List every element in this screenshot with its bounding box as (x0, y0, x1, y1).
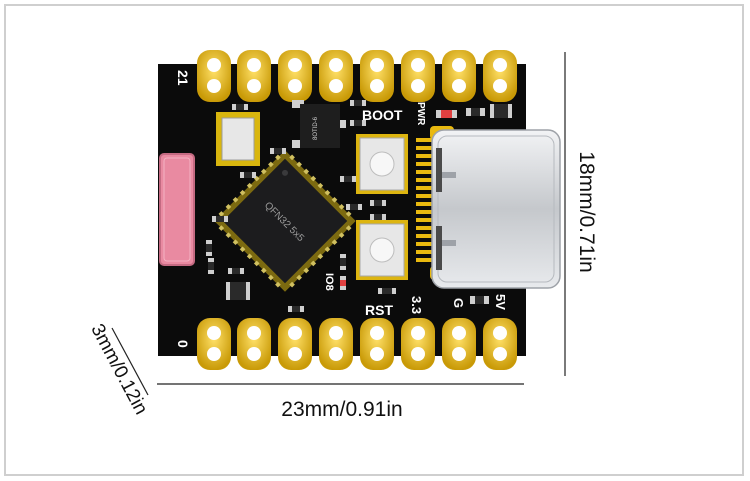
top-pad (319, 50, 353, 102)
rst-label: RST (365, 302, 393, 318)
top-pad (483, 50, 517, 102)
passive-components (206, 100, 512, 312)
bottom-pad (360, 318, 394, 370)
ic-label: 8OTID-6 (313, 116, 319, 140)
crystal-oscillator (216, 112, 260, 166)
top-pad (360, 50, 394, 102)
regulator-ic: 8OTID-6 (292, 100, 346, 148)
bottom-pad (197, 318, 231, 370)
top-pad (278, 50, 312, 102)
bottom-pad (237, 318, 271, 370)
chip-antenna (159, 153, 195, 266)
width-dimension-label: 23mm/0.91in (281, 398, 402, 421)
top-pad (197, 50, 231, 102)
boot-button-part (356, 134, 408, 194)
height-dimension-label: 18mm/0.71in (575, 151, 598, 272)
boot-label: BOOT (362, 107, 403, 123)
bottom-pad (319, 318, 353, 370)
thickness-dimension-label: 3mm/0.12in (86, 321, 151, 419)
pwr-label: PWR (415, 102, 426, 126)
bottom-pad (278, 318, 312, 370)
rst-button-part (356, 220, 408, 280)
io8-label: IO8 (323, 273, 335, 291)
bottom-pad (401, 318, 435, 370)
thickness-dimension-line (111, 327, 149, 396)
usb-c-connector (431, 129, 561, 289)
pin-label-5v: 5V (493, 294, 508, 310)
pin-label-g: G (451, 298, 466, 308)
bottom-pad (442, 318, 476, 370)
top-pad (237, 50, 271, 102)
top-pad (401, 50, 435, 102)
pin-label-21: 21 (175, 70, 191, 86)
bottom-pin-row (197, 318, 517, 370)
pin-label-0: 0 (175, 340, 191, 348)
pin-label-3v3: 3.3 (409, 296, 424, 314)
top-pad (442, 50, 476, 102)
qfn-chip: QFN32 5x5 (214, 150, 356, 292)
top-pin-row (197, 50, 517, 102)
bottom-pad (483, 318, 517, 370)
